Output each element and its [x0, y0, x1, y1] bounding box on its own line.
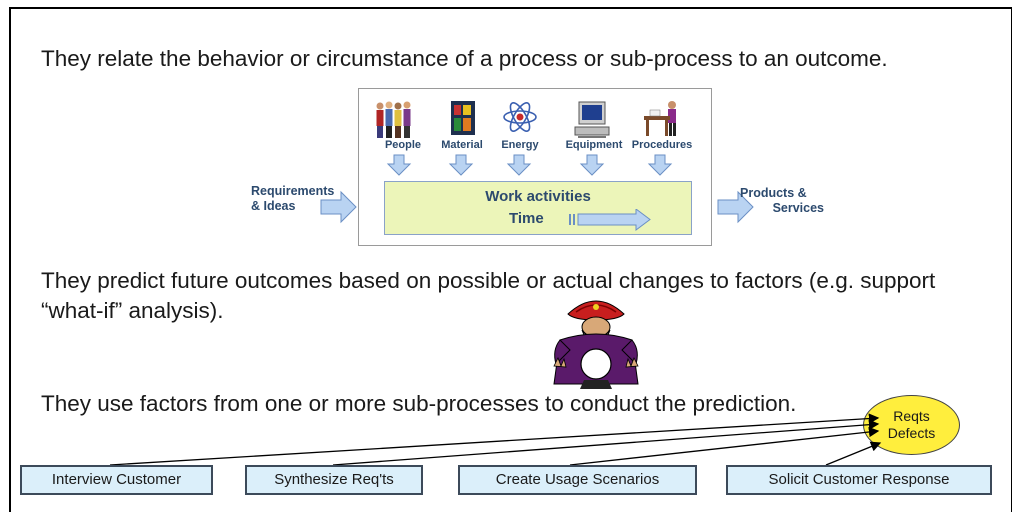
subprocess-synthesize-reqts: Synthesize Req'ts: [245, 465, 423, 495]
connector-interview: [109, 413, 880, 466]
output-label-line1: Products &: [740, 186, 807, 200]
subprocess-interview-customer: Interview Customer: [20, 465, 213, 495]
resource-label-energy: Energy: [501, 139, 539, 151]
resource-label-procedures: Procedures: [631, 139, 693, 151]
resource-label-equipment: Equipment: [565, 139, 623, 151]
down-arrow-material: [448, 154, 474, 176]
down-arrow-people: [386, 154, 412, 176]
down-arrow-energy: [506, 154, 532, 176]
output-arrow: [717, 190, 754, 224]
equipment-icon: [574, 101, 610, 138]
input-label: Requirements & Ideas: [251, 184, 334, 214]
people-icon: [376, 101, 411, 138]
procedures-icon: [644, 101, 676, 136]
outcome-line2: Defects: [887, 425, 936, 441]
bullet-use-factors: They use factors from one or more sub-pr…: [41, 391, 797, 416]
fortune-teller-icon: [553, 300, 639, 389]
energy-icon: [503, 102, 537, 132]
input-label-line2: & Ideas: [251, 199, 296, 213]
connector-solicit: [825, 441, 882, 466]
output-label-line2: Services: [772, 201, 824, 215]
work-activities-title: Work activities: [485, 188, 591, 205]
time-label: Time: [509, 210, 544, 227]
down-arrow-procedures: [647, 154, 673, 176]
material-icon: [451, 101, 475, 135]
bullet-predict-outcomes: They predict future outcomes based on po…: [41, 268, 936, 323]
input-arrow: [320, 190, 357, 224]
resource-label-people: People: [384, 139, 422, 151]
bullet-relate-behavior: They relate the behavior or circumstance…: [41, 46, 888, 71]
slide-frame: [9, 7, 1012, 512]
resource-label-material: Material: [441, 139, 483, 151]
subprocess-create-usage-scenarios: Create Usage Scenarios: [458, 465, 697, 495]
connector-usage: [569, 426, 880, 466]
down-arrow-equipment: [579, 154, 605, 176]
work-activities-box: Work activities Time: [384, 181, 692, 235]
connector-synthesize: [332, 419, 880, 466]
time-arrow: [569, 209, 651, 231]
outcome-line1: Reqts: [893, 408, 930, 424]
subprocess-solicit-customer-response: Solicit Customer Response: [726, 465, 992, 495]
output-label: Products & Services: [740, 186, 824, 216]
input-label-line1: Requirements: [251, 184, 335, 198]
